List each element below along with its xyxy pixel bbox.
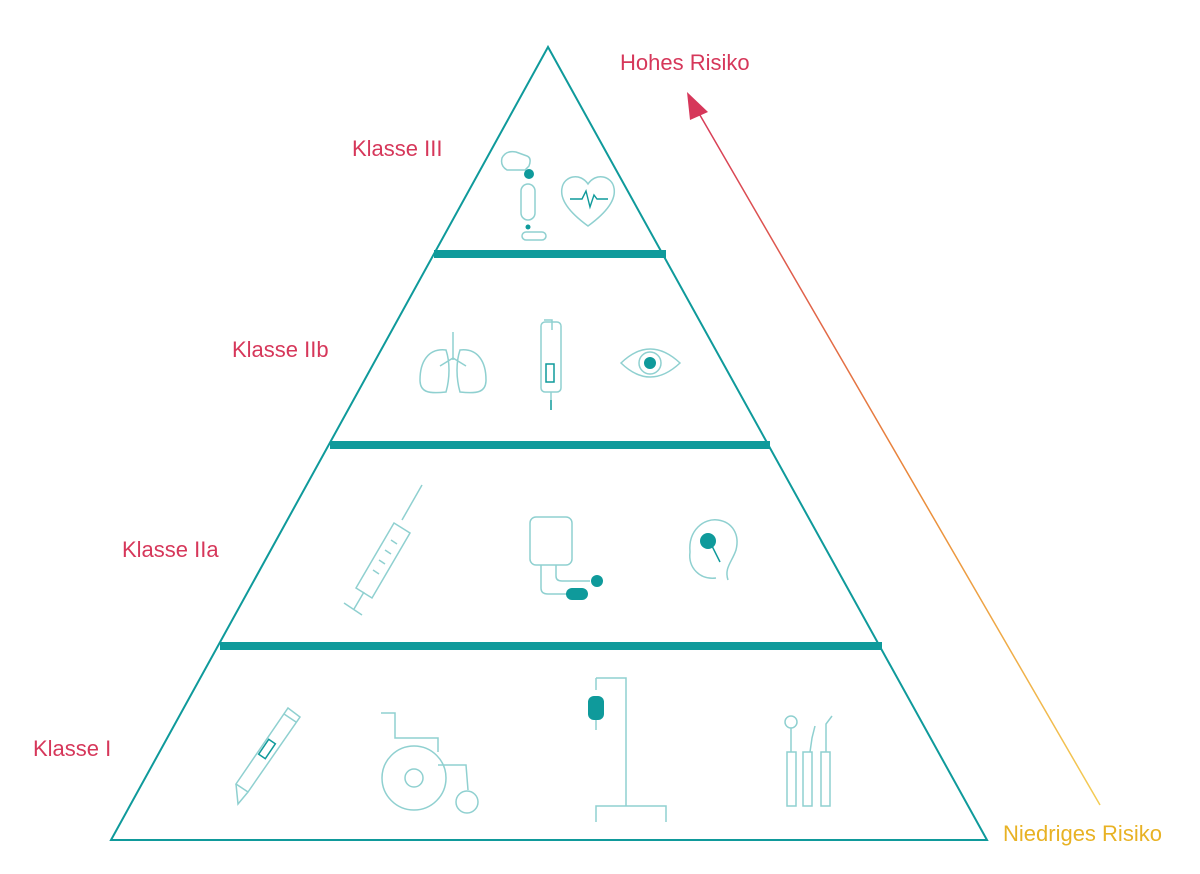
iv-stand-icon xyxy=(588,677,667,822)
insulin-pen-icon xyxy=(540,319,562,410)
high-risk-label: Hohes Risiko xyxy=(620,50,750,75)
class-label-i: Klasse I xyxy=(33,736,112,761)
lungs-icon xyxy=(419,332,487,394)
eye-icon xyxy=(619,348,682,378)
hearing-aid-icon xyxy=(689,519,738,581)
class-label-iii: Klasse III xyxy=(352,136,443,161)
low-risk-label: Niedriges Risiko xyxy=(1003,821,1162,846)
thermometer-icon xyxy=(234,706,302,806)
wheelchair-icon xyxy=(381,712,479,814)
pacemaker-heart-icon xyxy=(560,176,616,227)
class-label-iia: Klasse IIa xyxy=(122,537,219,562)
dental-tools-icon xyxy=(784,715,833,807)
hip-implant-icon xyxy=(500,150,547,241)
syringe-icon xyxy=(343,484,423,616)
blood-pressure-monitor-icon xyxy=(529,516,603,600)
risk-arrow xyxy=(687,92,1101,806)
class-label-iib: Klasse IIb xyxy=(232,337,329,362)
